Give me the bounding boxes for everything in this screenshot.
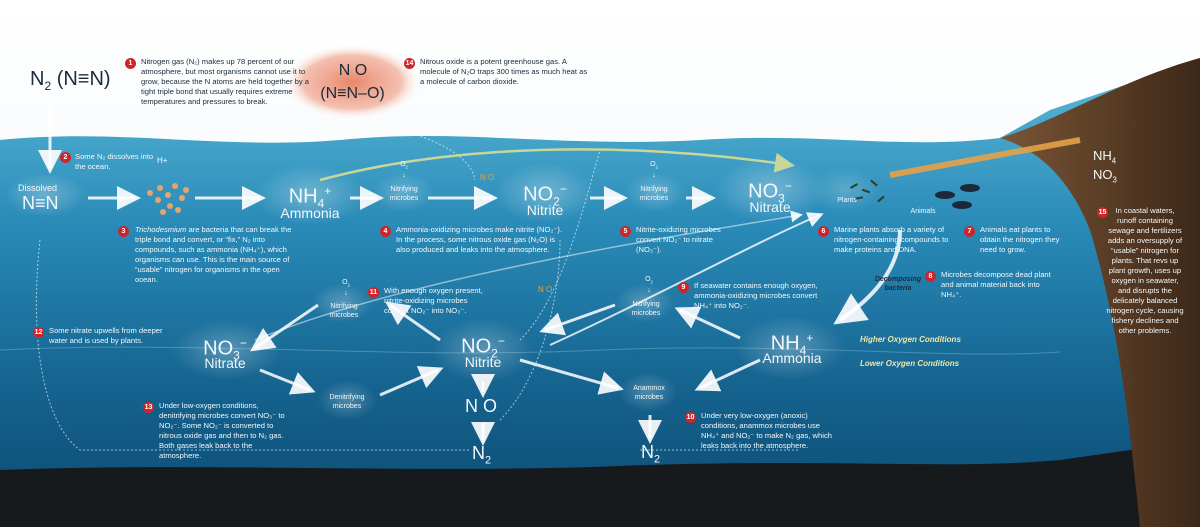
nitrate-top: Nitrate xyxy=(749,199,791,215)
note-7: Animals eat plants to obtain the nitroge… xyxy=(980,225,1060,254)
note-12: Some nitrate upwells from deeper water a… xyxy=(49,326,163,345)
badge-7: 7 xyxy=(964,226,975,237)
note-3: Trichodesmium are bacteria that can brea… xyxy=(135,225,292,284)
n2-atmosphere-label: N2 (N≡N) xyxy=(30,68,111,93)
decomposing-bacteria-label: Decomposing bacteria xyxy=(874,276,922,292)
nitrifying-microbes-mid-1: Nitrifying microbes xyxy=(329,303,359,319)
badge-11: 11 xyxy=(368,287,379,298)
n2-bottom-right: N2 xyxy=(641,442,661,466)
no3-top: NO3− xyxy=(748,179,792,206)
nitrate-low: Nitrate xyxy=(204,355,246,371)
n2o-emission-top: N O xyxy=(480,173,495,182)
badge-8: 8 xyxy=(925,271,936,282)
note-5: Nitrite-oxidizing microbes convert NO₂⁻ … xyxy=(636,225,721,254)
badge-6: 6 xyxy=(818,226,829,237)
badge-15: 15 xyxy=(1097,207,1108,218)
badge-5: 5 xyxy=(620,226,631,237)
denitrifying-microbes: Denitrifying microbes xyxy=(329,394,365,410)
badge-12: 12 xyxy=(33,327,44,338)
ammonia-top: Ammonia xyxy=(280,205,340,221)
nitrite-low: Nitrite xyxy=(464,354,502,370)
badge-1: 1 xyxy=(125,58,136,69)
animals-label: Animals xyxy=(910,208,936,215)
note-15: In coastal waters, runoff containing sew… xyxy=(1106,206,1184,335)
note-13: Under low-oxygen conditions, denitrifyin… xyxy=(159,401,285,460)
coast-no3: NO3 xyxy=(1093,167,1117,185)
no3-low: NO3− xyxy=(203,336,247,363)
dissolved-label: Dissolved xyxy=(18,183,58,193)
nh4-low: NH4+ xyxy=(770,331,814,358)
o2-mid-1: O2↓ xyxy=(342,279,350,298)
n2-bottom-left: N2 xyxy=(472,443,492,467)
ammonia-low: Ammonia xyxy=(762,350,822,366)
nh4-top: NH4+ xyxy=(288,184,332,211)
badge-10: 10 xyxy=(685,412,696,423)
note-1: Nitrogen gas (N₂) makes up 78 percent of… xyxy=(141,57,310,106)
nitrifying-microbes-mid-2: Nitrifying microbes xyxy=(631,301,661,317)
hplus-label: H+ xyxy=(157,156,168,165)
dissolved-n2: N≡N xyxy=(22,193,59,213)
badge-3: 3 xyxy=(118,226,129,237)
note-11: With enough oxygen present, nitrite-oxid… xyxy=(384,286,483,315)
badge-4: 4 xyxy=(380,226,391,237)
badge-13: 13 xyxy=(143,402,154,413)
anammox-microbes: Anammox microbes xyxy=(633,385,665,401)
n2o-structure: (N≡N–O) xyxy=(320,85,385,102)
nitrifying-microbes-top-2: Nitrifying microbes xyxy=(639,186,669,202)
o2-top-1: O2↓ xyxy=(400,161,408,180)
n2o-emission-mid: N O xyxy=(538,285,553,294)
coast-nh4: NH4 xyxy=(1093,148,1117,166)
nitrite-top: Nitrite xyxy=(526,202,564,218)
o2-top-2: O2↓ xyxy=(650,161,658,180)
note-4: Ammonia-oxidizing microbes make nitrite … xyxy=(396,225,563,254)
n2o-low: N O xyxy=(465,396,498,416)
note-2: Some N₂ dissolves into the ocean. xyxy=(75,152,154,171)
note-6: Marine plants absorb a variety of nitrog… xyxy=(834,225,949,254)
nitrifying-microbes-top-1: Nitrifying microbes xyxy=(389,186,419,202)
note-8: Microbes decompose dead plant and animal… xyxy=(941,270,1051,299)
note-9: If seawater contains enough oxygen, ammo… xyxy=(694,281,818,310)
n2o-formula: N O xyxy=(338,62,368,79)
no2-top: NO2− xyxy=(523,182,567,209)
note-14: Nitrous oxide is a potent greenhouse gas… xyxy=(420,57,588,86)
badge-14: 14 xyxy=(404,58,415,69)
badge-9: 9 xyxy=(678,282,689,293)
o2-mid-2: O2↓ xyxy=(645,276,653,295)
badge-2: 2 xyxy=(60,152,71,163)
no2-low: NO2− xyxy=(461,334,505,361)
note-10: Under very low-oxygen (anoxic) condition… xyxy=(701,411,832,450)
lower-oxygen-label: Lower Oxygen Conditions xyxy=(860,359,960,368)
plants-label: Plants xyxy=(837,197,857,204)
higher-oxygen-label: Higher Oxygen Conditions xyxy=(860,335,961,344)
